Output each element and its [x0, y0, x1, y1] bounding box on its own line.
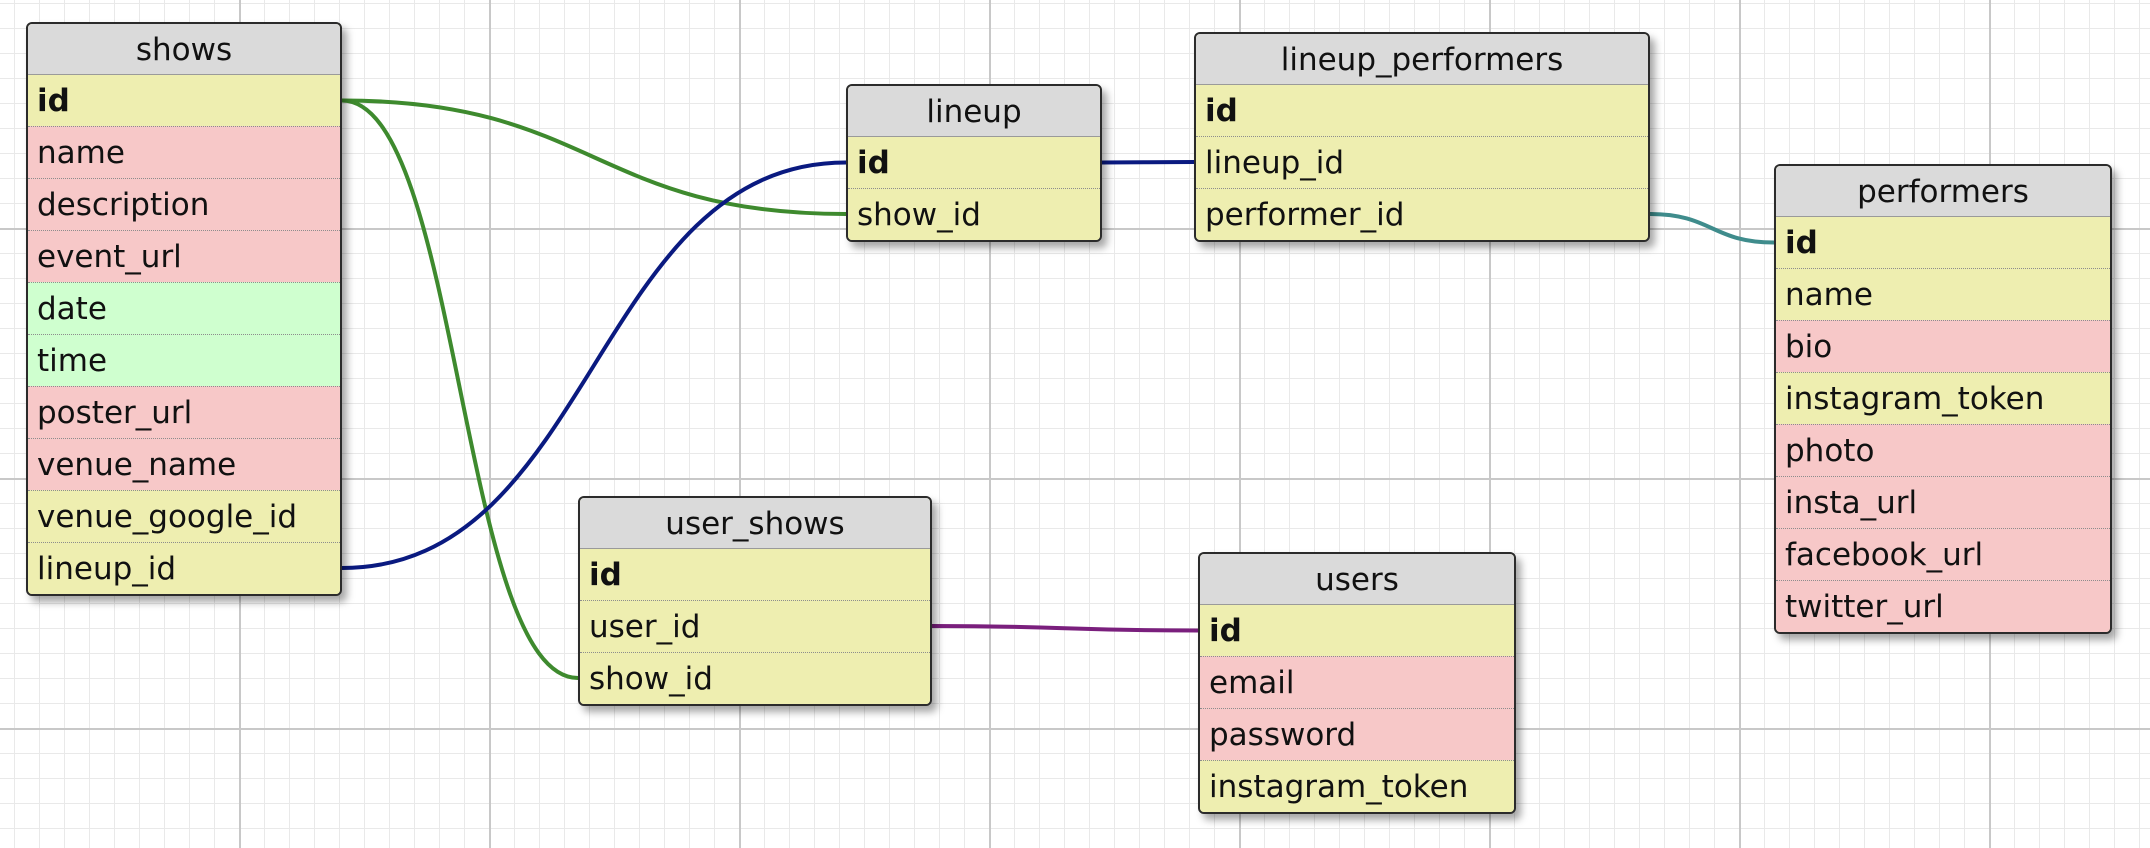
table-title[interactable]: performers	[1776, 166, 2110, 217]
field-name[interactable]: name	[1776, 268, 2110, 320]
field-password[interactable]: password	[1200, 708, 1514, 760]
field-id[interactable]: id	[580, 549, 930, 600]
relationship-line[interactable]	[341, 160, 847, 570]
field-facebook-url[interactable]: facebook_url	[1776, 528, 2110, 580]
field-id[interactable]: id	[1200, 605, 1514, 656]
field-performer-id[interactable]: performer_id	[1196, 188, 1648, 240]
field-user-id[interactable]: user_id	[580, 600, 930, 652]
table-title[interactable]: users	[1200, 554, 1514, 605]
field-email[interactable]: email	[1200, 656, 1514, 708]
field-id[interactable]: id	[1196, 85, 1648, 136]
table-title[interactable]: lineup	[848, 86, 1100, 137]
field-venue-google-id[interactable]: venue_google_id	[28, 490, 340, 542]
relationship-line[interactable]	[341, 98, 579, 680]
relationship-line[interactable]	[1101, 160, 1195, 165]
field-name[interactable]: name	[28, 126, 340, 178]
table-title[interactable]: lineup_performers	[1196, 34, 1648, 85]
field-poster-url[interactable]: poster_url	[28, 386, 340, 438]
relationship-line[interactable]	[341, 98, 847, 216]
field-id[interactable]: id	[1776, 217, 2110, 268]
field-twitter-url[interactable]: twitter_url	[1776, 580, 2110, 632]
table-title[interactable]: user_shows	[580, 498, 930, 549]
relationship-line[interactable]	[1649, 212, 1775, 245]
field-id[interactable]: id	[28, 75, 340, 126]
field-venue-name[interactable]: venue_name	[28, 438, 340, 490]
field-id[interactable]: id	[848, 137, 1100, 188]
field-event-url[interactable]: event_url	[28, 230, 340, 282]
field-photo[interactable]: photo	[1776, 424, 2110, 476]
field-lineup-id[interactable]: lineup_id	[28, 542, 340, 594]
field-insta-url[interactable]: insta_url	[1776, 476, 2110, 528]
field-instagram-token[interactable]: instagram_token	[1200, 760, 1514, 812]
field-show-id[interactable]: show_id	[848, 188, 1100, 240]
field-bio[interactable]: bio	[1776, 320, 2110, 372]
field-time[interactable]: time	[28, 334, 340, 386]
relationship-line[interactable]	[931, 624, 1199, 633]
field-instagram-token[interactable]: instagram_token	[1776, 372, 2110, 424]
field-lineup-id[interactable]: lineup_id	[1196, 136, 1648, 188]
field-show-id[interactable]: show_id	[580, 652, 930, 704]
field-description[interactable]: description	[28, 178, 340, 230]
field-date[interactable]: date	[28, 282, 340, 334]
table-title[interactable]: shows	[28, 24, 340, 75]
